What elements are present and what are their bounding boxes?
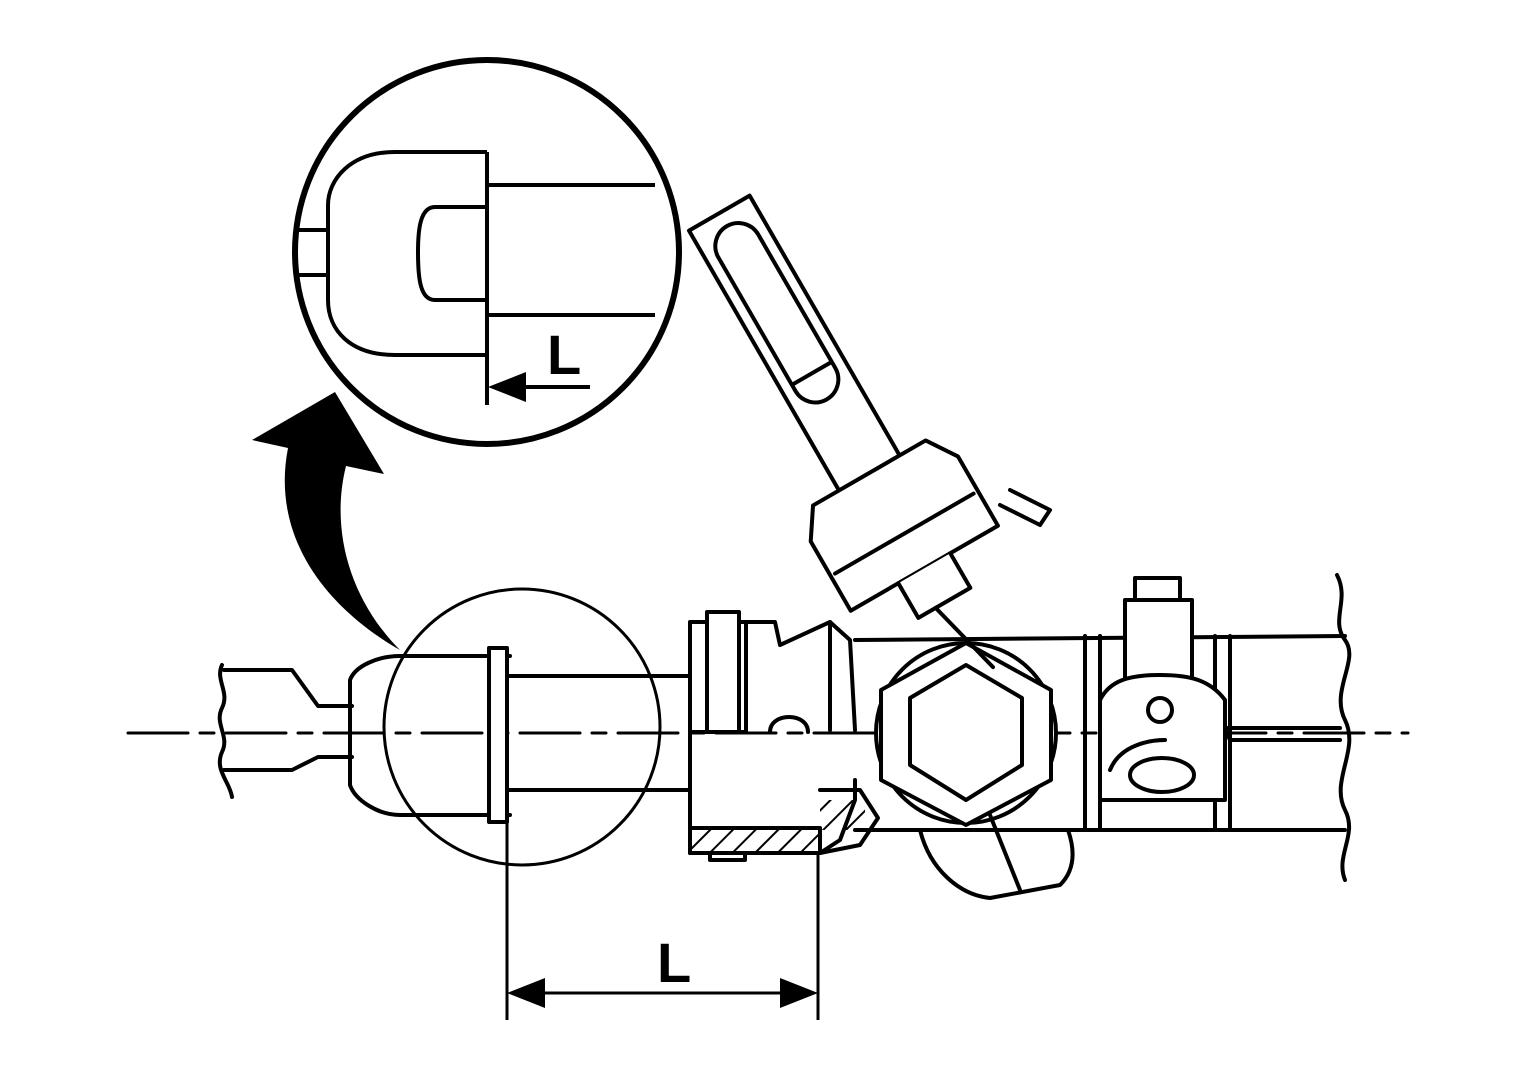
tie-rod: [217, 663, 354, 799]
dimension-label: L: [657, 931, 691, 994]
magnify-circle: [382, 587, 662, 867]
rack-guide: [1098, 576, 1227, 802]
pinion-hex: [874, 641, 1075, 900]
curved-arrow: [252, 392, 400, 650]
gear-housing: [853, 573, 1352, 882]
rack-end-nut: [688, 610, 880, 862]
detail-view: L: [292, 57, 682, 447]
dimension-l: L: [505, 822, 820, 1020]
detail-arrowhead: [488, 372, 526, 402]
detail-label: L: [547, 323, 581, 386]
ball-joint-housing: [348, 646, 692, 824]
dimension-arrow-left: [507, 978, 545, 1008]
dimension-arrow-right: [780, 978, 818, 1008]
pinion-shaft: [687, 193, 1000, 670]
